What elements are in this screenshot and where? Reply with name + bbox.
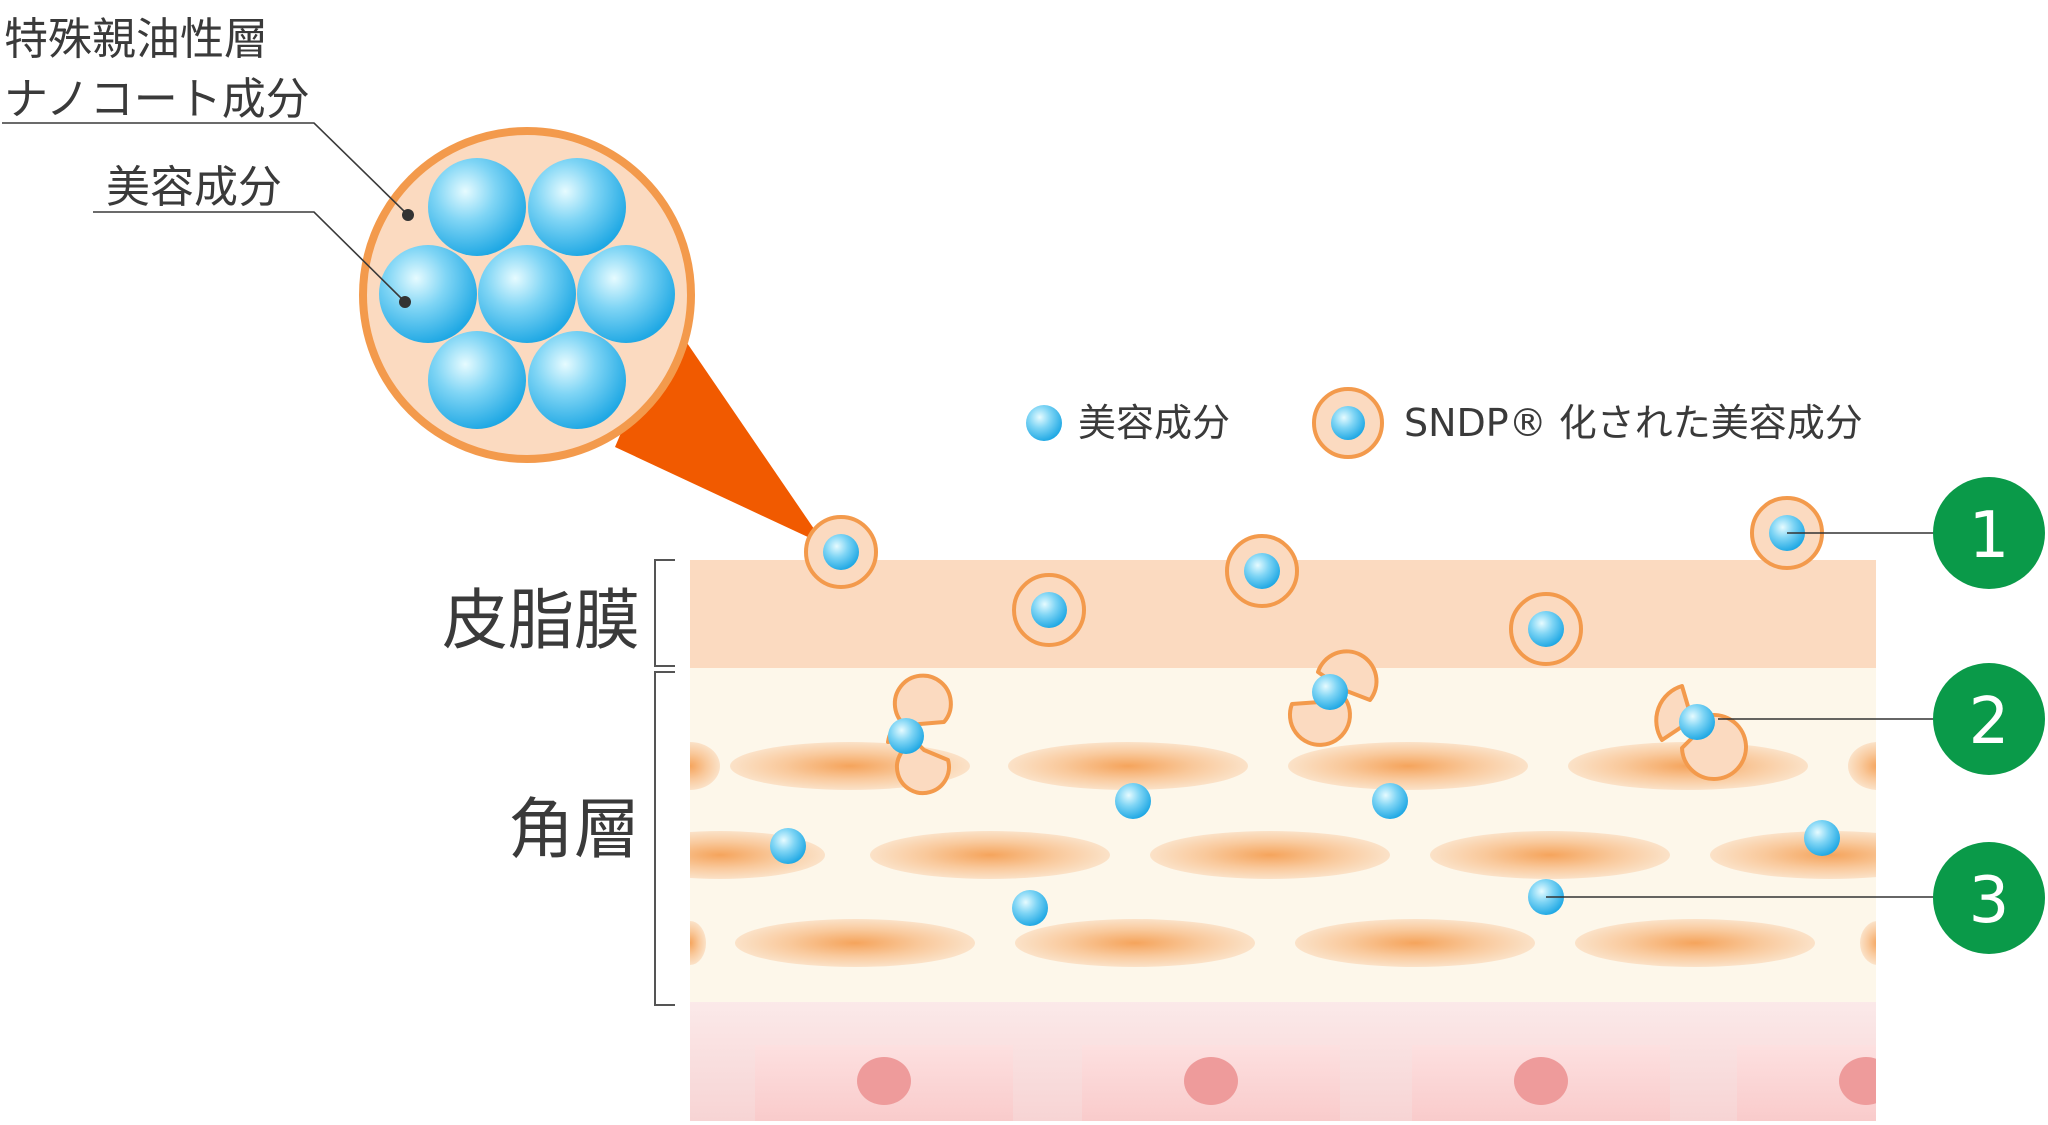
callout-leaders xyxy=(2,122,409,303)
legend-ingredient-icon xyxy=(1026,405,1062,441)
sebum-layer-label: 皮脂膜 xyxy=(442,582,640,659)
callout-label-outer-line1: 特殊親油性層 xyxy=(4,14,268,65)
corneocyte-cells xyxy=(690,742,1876,967)
callout-dot-outer xyxy=(402,209,414,221)
free-ingredients xyxy=(770,783,1840,926)
callout-dot-inner xyxy=(399,296,411,308)
basal-cells xyxy=(755,1045,1876,1121)
stratum-bracket xyxy=(654,671,675,1006)
marker-3: 3 xyxy=(1933,842,2045,954)
marker-2: 2 xyxy=(1933,663,2045,775)
sebum-bracket xyxy=(654,559,675,667)
callout-label-inner: 美容成分 xyxy=(106,162,282,213)
svg-text:2: 2 xyxy=(1969,685,2010,759)
marker-leaders xyxy=(1546,532,1936,898)
legend-sndp-icon-core xyxy=(1331,406,1365,440)
callout-label-outer-line2: ナノコート成分 xyxy=(4,74,310,125)
stratum-layer-label: 角層 xyxy=(508,791,640,868)
marker-1: 1 xyxy=(1933,477,2045,589)
legend-ingredient-label: 美容成分 xyxy=(1078,401,1230,445)
legend-sndp-label: SNDP® 化された美容成分 xyxy=(1404,401,1863,445)
svg-text:1: 1 xyxy=(1969,499,2010,573)
svg-text:3: 3 xyxy=(1969,864,2010,938)
zoom-circle xyxy=(359,127,695,463)
opening-capsules xyxy=(886,649,1748,796)
